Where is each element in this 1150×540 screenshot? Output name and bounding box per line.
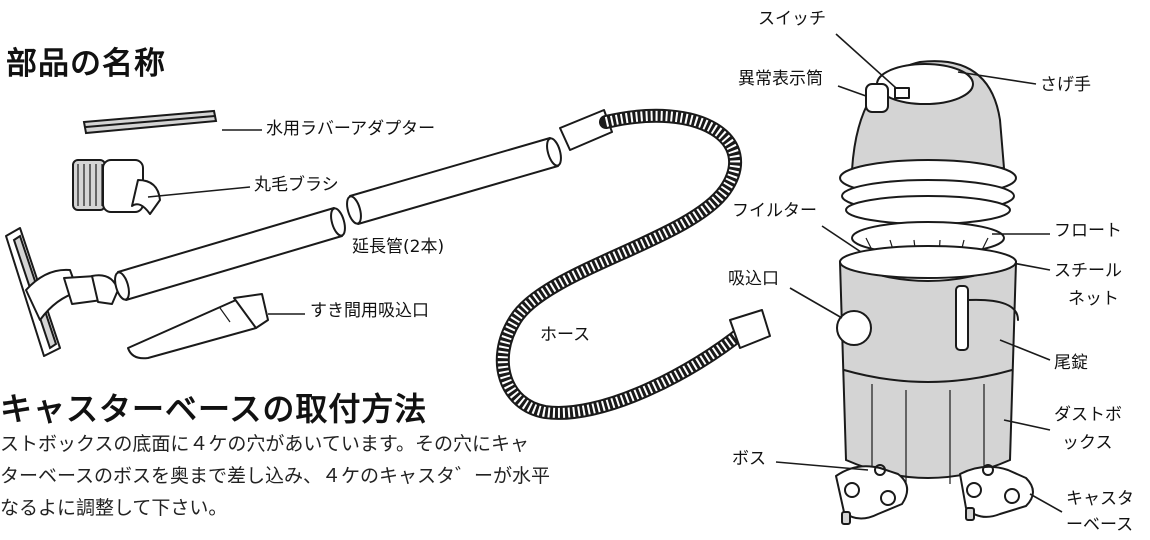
handle-label: さげ手 [1040, 75, 1091, 95]
round-brush-leader [147, 186, 251, 198]
float-label: フロート [1054, 221, 1122, 241]
abnormal-indicator-leader [837, 85, 867, 97]
crevice-nozzle-drawing [127, 293, 269, 360]
boss-leader [775, 461, 869, 471]
extension-pipe-label: 延長管(2本) [352, 237, 445, 257]
vacuum-head-drawing [839, 60, 1017, 225]
round-brush-drawing [72, 159, 161, 215]
abnormal-indicator-label: 異常表示筒 [738, 69, 823, 89]
tail-lock-leader [999, 339, 1051, 361]
dust-box-leader [1003, 419, 1051, 431]
intake-label: 吸込口 [728, 269, 779, 289]
instruction-line-2: ターベースのボスを奥まで差し込み、４ケのキャスタ゛ーが水平 [0, 465, 551, 487]
parts-names-heading: 部品の名称 [6, 46, 166, 82]
boss-label: ボス [732, 449, 766, 469]
switch-label: スイッチ [758, 9, 826, 29]
filter-label: フイルター [732, 201, 817, 221]
tail-lock-label: 尾錠 [1054, 353, 1088, 373]
steel-net-label-line1: スチール [1054, 261, 1122, 281]
steel-net-label-line2: ネット [1068, 289, 1119, 309]
extension-pipe-drawing [114, 137, 562, 301]
caster-base-leader [1029, 493, 1063, 513]
caster-base-right-drawing [959, 464, 1034, 521]
caster-base-left-drawing [835, 464, 909, 525]
caster-title-heading: キャスターベースの取付方法 [0, 390, 428, 428]
round-brush-label: 丸毛ブラシ [254, 175, 339, 195]
hose-drawing [495, 108, 771, 420]
dust-box-drawing [836, 245, 1019, 484]
floor-nozzle-drawing [5, 227, 119, 357]
switch-leader [835, 33, 897, 89]
rubber-adapter-label: 水用ラバーアダプター [266, 119, 436, 139]
handle-leader [957, 71, 1037, 85]
caster-base-label-line1: キャスタ [1066, 489, 1134, 509]
intake-leader [789, 287, 843, 319]
dust-box-label-line1: ダストボ [1054, 405, 1122, 425]
instructions-block: ストボックスの底面に４ケの穴があいています。その穴にキャ ターベースのボスを奥ま… [0, 428, 660, 524]
crevice-nozzle-label: すき間用吸込口 [310, 301, 429, 321]
instruction-line-3: なるよに調整して下さい。 [0, 497, 228, 519]
hose-label: ホース [540, 325, 591, 345]
caster-base-label-line2: ーベース [1066, 515, 1134, 535]
rubber-adapter-drawing [82, 109, 218, 135]
instruction-line-1: ストボックスの底面に４ケの穴があいています。その穴にキャ [0, 433, 529, 455]
dust-box-label-line2: ックス [1062, 433, 1113, 453]
